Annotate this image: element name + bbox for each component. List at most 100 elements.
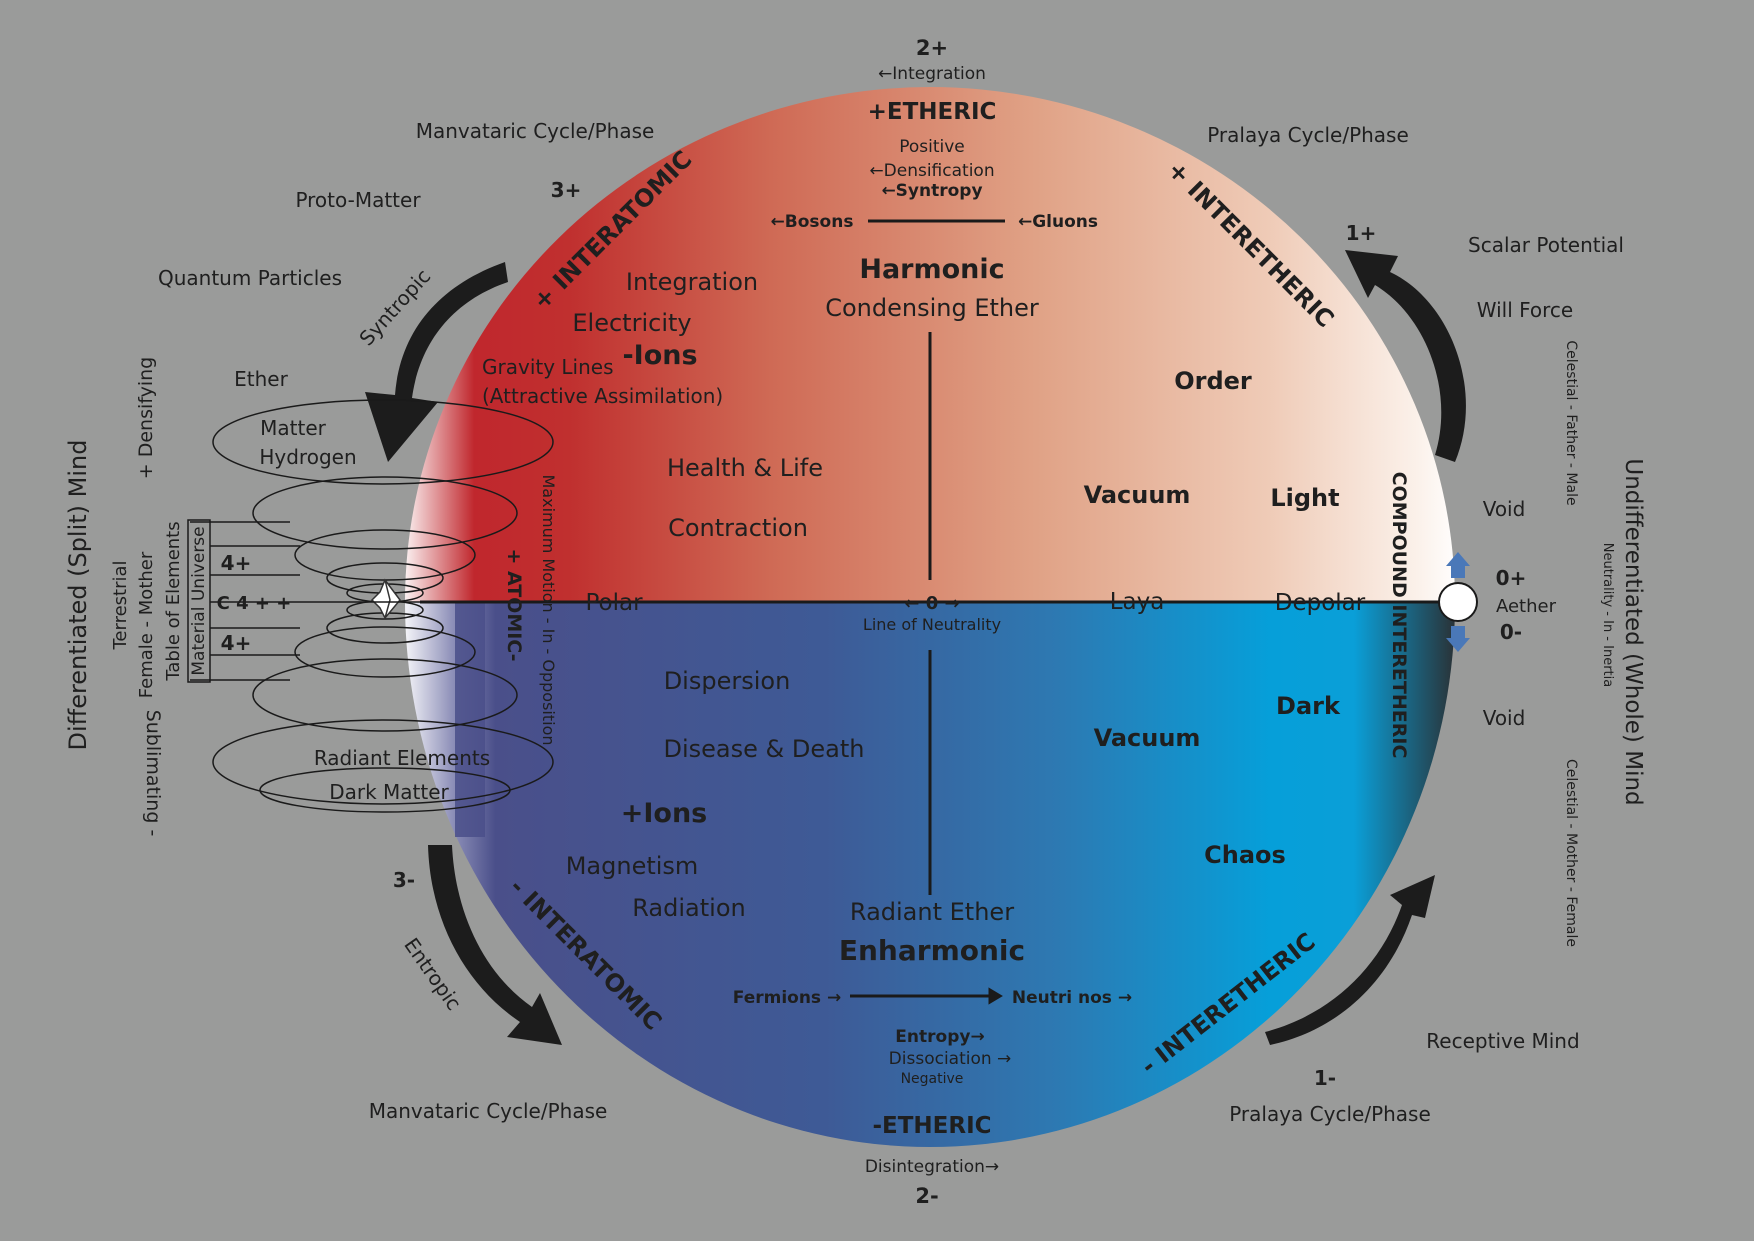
- minus-etheric: -ETHERIC: [872, 1113, 991, 1139]
- orbit-10: [212, 719, 554, 805]
- magnetism: Magnetism: [566, 852, 699, 880]
- polar: Polar: [585, 590, 643, 616]
- dispersion: Dispersion: [664, 667, 791, 695]
- dissociation: Dissociation →: [889, 1049, 1012, 1069]
- condensing-ether: Condensing Ether: [825, 294, 1039, 322]
- densification: ←Densification: [869, 161, 994, 181]
- female-mother: Female - Mother: [136, 551, 157, 698]
- receptive-mind: Receptive Mind: [1426, 1029, 1579, 1053]
- enharmonic: Enharmonic: [839, 934, 1025, 967]
- syntropy: ←Syntropy: [881, 181, 982, 201]
- celestial-mother: Celestial - Mother - Female: [1563, 759, 1579, 947]
- electricity: Electricity: [572, 309, 691, 337]
- gravity-lines: Gravity Lines: [482, 355, 614, 379]
- up-arrow-icon: [1446, 552, 1470, 578]
- level-3-minus: 3-: [393, 868, 415, 892]
- level-3-plus: 3+: [551, 178, 582, 202]
- maximum-motion: Maximum Motion - In - Opposition: [539, 474, 558, 745]
- level-2-plus: 2+: [916, 36, 948, 60]
- light: Light: [1270, 484, 1339, 512]
- syntropic-arrow: [365, 262, 508, 462]
- attractive-assimilation: (Attractive Assimilation): [482, 384, 723, 408]
- terrestrial: Terrestrial: [110, 560, 131, 650]
- vacuum-lower: Vacuum: [1094, 724, 1201, 752]
- proto-matter: Proto-Matter: [295, 188, 421, 212]
- c-four: C 4 + +: [217, 593, 292, 614]
- four-plus-b: 4+: [221, 631, 252, 655]
- top-integration: ←Integration: [878, 64, 986, 84]
- neutrality-inertia: Neutrality - In - Inertia: [1600, 543, 1615, 687]
- right-upper-arrow: [1345, 250, 1466, 462]
- material-universe: Material Universe: [189, 526, 209, 675]
- split-mind: Differentiated (Split) Mind: [64, 440, 92, 751]
- level-2-minus: 2-: [915, 1184, 938, 1208]
- minus-ions: -Ions: [622, 340, 697, 371]
- pralaya-bottom: Pralaya Cycle/Phase: [1229, 1102, 1431, 1126]
- depolar: Depolar: [1275, 590, 1366, 616]
- gluons: ←Gluons: [1018, 212, 1098, 232]
- atomic-label: + ATOMIC-: [503, 548, 525, 661]
- quantum-particles: Quantum Particles: [158, 266, 342, 290]
- axes: [420, 219, 1440, 1005]
- health-life: Health & Life: [667, 454, 823, 482]
- level-1-minus: 1-: [1314, 1066, 1336, 1090]
- laya: Laya: [1110, 589, 1165, 615]
- cycle-arrows: [365, 250, 1466, 1045]
- center-zero: ← 0 →: [904, 593, 959, 614]
- radiant-elements: Radiant Elements: [314, 746, 490, 770]
- orbit-2: [252, 476, 518, 550]
- level-1-plus: 1+: [1346, 221, 1377, 245]
- table-of-elements: Table of Elements: [163, 521, 184, 681]
- diamond-icon: [370, 578, 401, 620]
- will-force: Will Force: [1477, 298, 1573, 322]
- aether-node: [1410, 552, 1478, 652]
- orbit-11: [259, 767, 511, 813]
- integration-label: Integration: [626, 268, 758, 296]
- aether-circle: [1438, 582, 1478, 622]
- bosons: ←Bosons: [771, 212, 854, 232]
- void-top: Void: [1483, 497, 1526, 521]
- right-lower-arrow: [1265, 875, 1435, 1045]
- chaos: Chaos: [1204, 841, 1286, 869]
- contraction: Contraction: [668, 514, 808, 542]
- scalar-potential: Scalar Potential: [1468, 233, 1624, 257]
- negative: Negative: [901, 1071, 964, 1087]
- dark-matter: Dark Matter: [329, 780, 449, 804]
- densifying: + Densifying: [135, 357, 157, 479]
- orbit-1: [212, 399, 554, 485]
- celestial-father: Celestial - Father - Male: [1563, 340, 1579, 505]
- down-arrow-icon: [1446, 626, 1470, 652]
- disease-death: Disease & Death: [664, 735, 865, 763]
- fermions: Fermions →: [733, 988, 841, 1008]
- zero-plus: 0+: [1496, 566, 1527, 590]
- dark: Dark: [1276, 692, 1341, 720]
- entropy: Entropy→: [895, 1027, 984, 1047]
- plus-ions: +Ions: [621, 798, 708, 829]
- hydrogen: Hydrogen: [259, 445, 356, 469]
- orbit-8: [294, 626, 476, 678]
- vacuum-upper: Vacuum: [1084, 481, 1191, 509]
- sublimating: Sublimating -: [142, 710, 164, 837]
- manvataric-bottom: Manvataric Cycle/Phase: [369, 1099, 608, 1123]
- line-of-neutrality-label: Line of Neutrality: [863, 615, 1001, 634]
- harmonic: Harmonic: [859, 254, 1004, 285]
- zero-minus: 0-: [1500, 620, 1522, 644]
- entropic-arrow: [428, 845, 562, 1045]
- positive: Positive: [899, 137, 965, 157]
- fermions-arrowhead: [988, 987, 1003, 1005]
- void-bottom: Void: [1483, 706, 1526, 730]
- disintegration: Disintegration→: [865, 1157, 999, 1177]
- order: Order: [1174, 367, 1252, 395]
- matter: Matter: [260, 416, 327, 440]
- plus-etheric: +ETHERIC: [868, 99, 997, 125]
- orbit-9: [252, 658, 518, 732]
- compound-interetheric: COMPOUND INTERETHERIC: [1388, 472, 1410, 759]
- whole-mind: Undifferentiated (Whole) Mind: [1620, 458, 1646, 805]
- radiation: Radiation: [632, 894, 745, 922]
- pralaya-top: Pralaya Cycle/Phase: [1207, 123, 1409, 147]
- manvataric-top: Manvataric Cycle/Phase: [416, 119, 655, 143]
- ether: Ether: [234, 367, 288, 391]
- radiant-ether: Radiant Ether: [850, 898, 1014, 926]
- aether: Aether: [1496, 596, 1557, 617]
